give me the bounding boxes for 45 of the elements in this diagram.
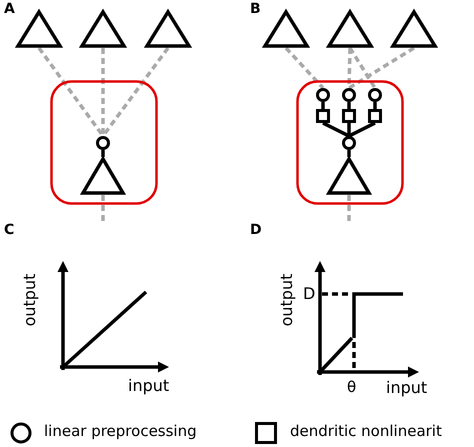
circle-symbol (96, 136, 110, 150)
circle-symbol (342, 136, 356, 150)
dashed-connector (38, 46, 104, 138)
axis-label: input (386, 380, 428, 396)
dashed-connector (348, 46, 415, 90)
neuron-triangle (391, 10, 437, 48)
square-symbol (316, 109, 330, 123)
dashed-connector (284, 46, 324, 90)
neuron-triangle (263, 10, 309, 48)
connector-line (347, 102, 351, 109)
neuron-box (296, 80, 404, 205)
circle-symbol (368, 88, 382, 102)
circle-symbol (342, 88, 356, 102)
axis-label: output (279, 274, 295, 326)
connector-line (373, 102, 377, 109)
legend-text: dendritic nonlinearit (290, 424, 442, 439)
circle-symbol (316, 88, 330, 102)
threshold-label: θ (347, 380, 356, 395)
square-symbol (368, 109, 382, 123)
square-symbol (342, 109, 356, 123)
connector-line (348, 121, 376, 138)
value-label: D (303, 286, 316, 302)
dashed-connector (101, 195, 105, 222)
neuron-box (50, 80, 158, 205)
panel-letter: A (4, 2, 15, 16)
panel-letter: D (250, 223, 262, 237)
neuron-triangle (327, 10, 373, 48)
neuron-triangle (80, 10, 126, 48)
neuron-triangle (81, 157, 125, 195)
axis-label: input (128, 378, 170, 394)
connector-line (322, 121, 350, 138)
dashed-connector (347, 195, 351, 222)
neuron-triangle (327, 157, 371, 195)
connector-line (347, 150, 351, 157)
neuron-triangle (16, 10, 62, 48)
axis-label: output (22, 274, 38, 326)
dashed-connector (348, 47, 376, 89)
neuron-triangle (145, 10, 191, 48)
connector-line (321, 102, 325, 109)
dashed-connector (101, 48, 105, 136)
connector-line (101, 150, 105, 157)
legend-text: linear preprocessing (44, 424, 197, 439)
connector-line (347, 123, 351, 136)
panel-letter: C (4, 223, 14, 237)
panel-letter: B (250, 2, 261, 16)
